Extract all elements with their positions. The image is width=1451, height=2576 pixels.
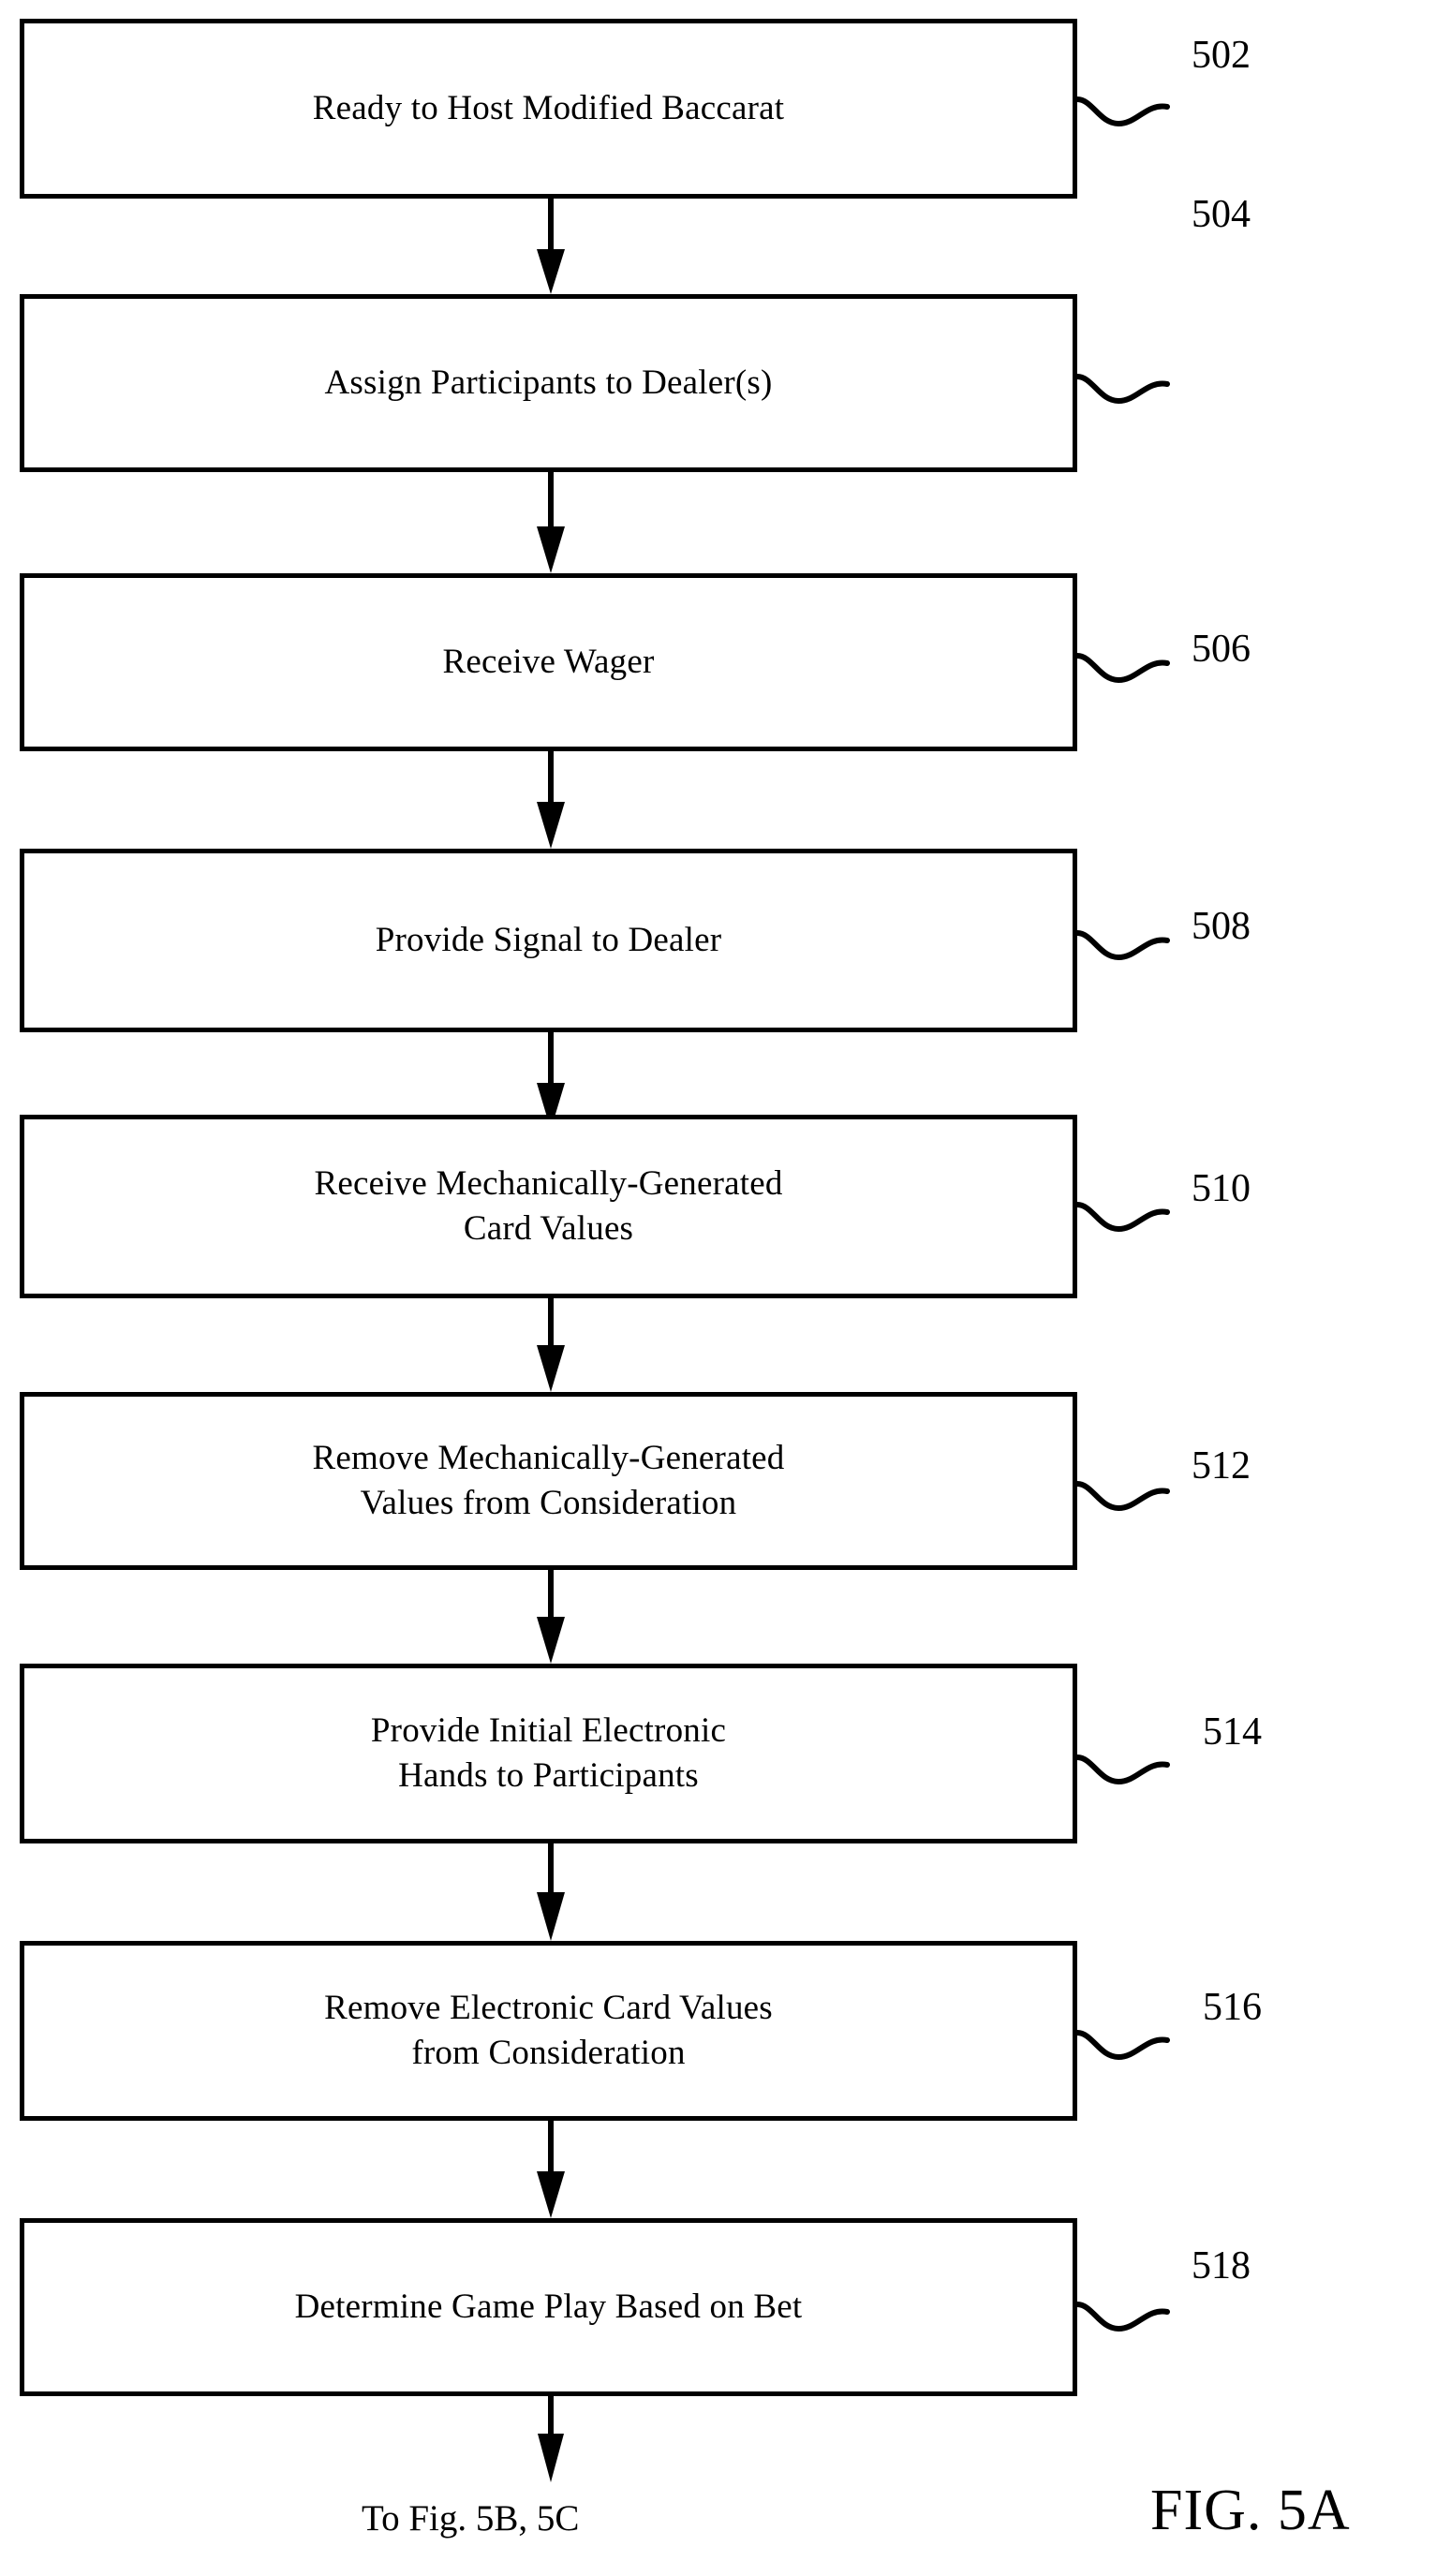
lead-line-512 (1075, 1458, 1188, 1523)
flowchart-node-506-label: Receive Wager (442, 643, 655, 681)
reference-numeral-504-shown: 504 (1192, 193, 1251, 236)
flowchart-node-518: Determine Game Play Based on Bet (20, 2218, 1077, 2396)
flowchart-node-516-label: Remove Electronic Card Values from Consi… (324, 1989, 773, 2072)
lead-line-510 (1075, 1178, 1188, 1244)
flowchart-node-516: Remove Electronic Card Values from Consi… (20, 1941, 1077, 2121)
flowchart-node-508: Provide Signal to Dealer (20, 849, 1077, 1032)
flowchart-node-504-label: Assign Participants to Dealer(s) (324, 363, 773, 402)
lead-line-518 (1075, 2278, 1188, 2344)
lead-line-504 (1075, 350, 1188, 416)
connector-arrow-506-508 (530, 751, 571, 849)
reference-numeral-502: 502 (1192, 34, 1251, 77)
flowchart-node-514: Provide Initial Electronic Hands to Part… (20, 1664, 1077, 1843)
flowchart-node-504: Assign Participants to Dealer(s) (20, 294, 1077, 472)
connector-arrow-502-504 (530, 199, 571, 294)
connector-arrow-518-continuation (530, 2396, 571, 2482)
flowchart-node-512: Remove Mechanically-Generated Values fro… (20, 1392, 1077, 1570)
reference-numeral-516: 516 (1203, 1986, 1262, 2029)
lead-line-506 (1075, 629, 1188, 695)
flowchart-node-508-label: Provide Signal to Dealer (375, 921, 722, 959)
reference-numeral-506: 506 (1192, 628, 1251, 671)
lead-line-502 (1075, 71, 1188, 137)
reference-numeral-510: 510 (1192, 1167, 1251, 1210)
flowchart-node-514-label: Provide Initial Electronic Hands to Part… (370, 1711, 727, 1795)
flowchart-node-506: Receive Wager (20, 573, 1077, 751)
reference-numeral-518: 518 (1192, 2244, 1251, 2287)
reference-numeral-514: 514 (1203, 1710, 1262, 1754)
flowchart-node-510: Receive Mechanically-Generated Card Valu… (20, 1115, 1077, 1298)
connector-arrow-508-510 (530, 1032, 571, 1130)
reference-numeral-512: 512 (1192, 1444, 1251, 1488)
connector-arrow-516-518 (530, 2121, 571, 2218)
connector-arrow-504-506 (530, 472, 571, 573)
flowchart-node-512-label: Remove Mechanically-Generated Values fro… (312, 1439, 785, 1522)
lead-line-508 (1075, 907, 1188, 972)
flowchart-node-510-label: Receive Mechanically-Generated Card Valu… (314, 1164, 783, 1248)
connector-arrow-510-512 (530, 1298, 571, 1392)
continuation-note: To Fig. 5B, 5C (362, 2498, 580, 2539)
reference-numeral-508: 508 (1192, 905, 1251, 948)
flowchart-node-502-label: Ready to Host Modified Baccarat (312, 89, 785, 127)
flowchart-node-518-label: Determine Game Play Based on Bet (294, 2287, 803, 2326)
lead-line-516 (1075, 2006, 1188, 2072)
lead-line-514 (1075, 1731, 1188, 1797)
flowchart-node-502: Ready to Host Modified Baccarat (20, 19, 1077, 199)
figure-title: FIG. 5A (1150, 2479, 1351, 2542)
connector-arrow-512-514 (530, 1570, 571, 1664)
connector-arrow-514-516 (530, 1843, 571, 1941)
